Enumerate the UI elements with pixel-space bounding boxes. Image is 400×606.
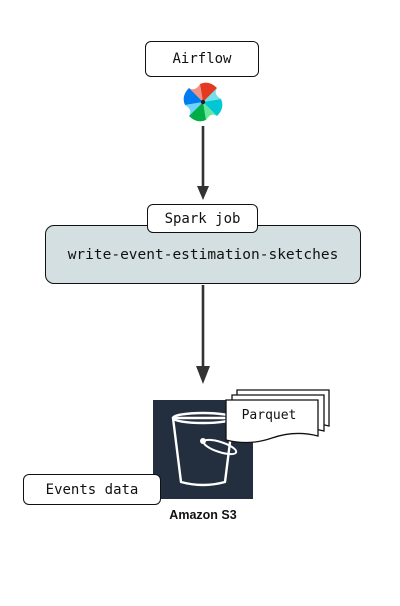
stacked-documents-icon [225, 389, 330, 444]
spark-job-box: write-event-estimation-sketches [45, 225, 361, 284]
parquet-label: Parquet [241, 408, 297, 423]
events-data-label-box: Events data [23, 474, 161, 505]
arrow-spark-to-s3 [196, 285, 210, 384]
airflow-pinwheel-icon [183, 82, 223, 122]
spark-job-name: write-event-estimation-sketches [67, 246, 339, 263]
airflow-label: Airflow [172, 51, 232, 67]
arrow-airflow-to-spark [197, 126, 209, 200]
spark-job-tag-label: Spark job [164, 210, 241, 227]
events-data-label: Events data [45, 481, 139, 498]
s3-bucket-icon [153, 400, 253, 499]
airflow-label-box: Airflow [145, 41, 259, 77]
s3-label: Amazon S3 [169, 508, 237, 522]
spark-job-tag: Spark job [147, 204, 258, 233]
